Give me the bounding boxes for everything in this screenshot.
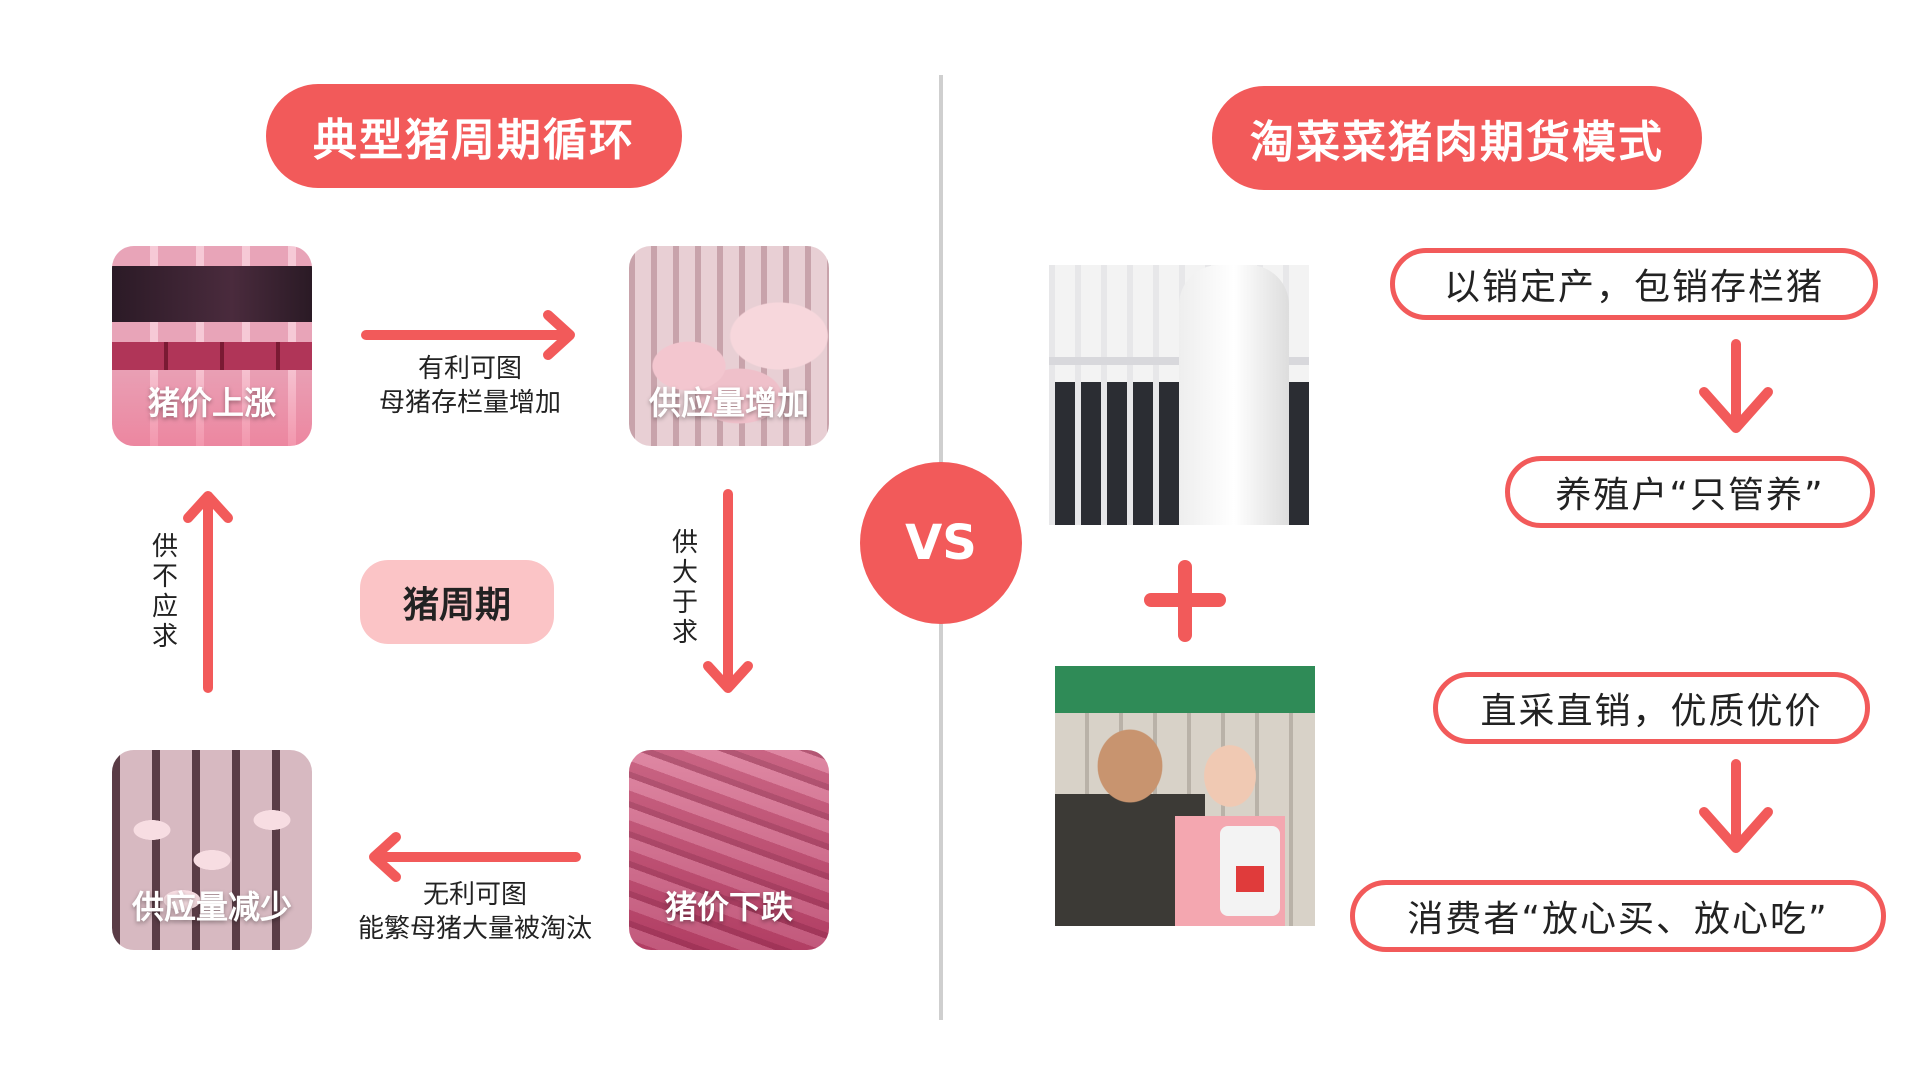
tile-photo-price-tags [112,342,312,370]
arrow-left-icon [369,832,581,882]
tile-photo-shelf [112,266,312,322]
node-supply-decrease-label: 供应量减少 [131,888,292,926]
node-supply-decrease: 供应量减少 [112,750,312,950]
edge-label-top: 有利可图 母猪存栏量增加 [350,352,590,420]
arrow-right-icon [361,310,575,360]
edge-label-top-line1: 有利可图 [417,354,522,384]
node-supply-increase: 供应量增加 [629,246,829,446]
step-direct-pill: 直采直销，优质优价 [1433,672,1870,744]
edge-label-bottom-line2: 能繁母猪大量被淘汰 [357,914,592,944]
step-farmer-pill: 养殖户“只管养” [1505,456,1875,528]
arrow-up-icon [183,491,233,693]
step-consumer-pill: 消费者“放心买、放心吃” [1350,880,1886,952]
center-label: 猪周期 [360,560,554,644]
plus-icon-vertical [1178,560,1192,642]
node-price-rise: 猪价上涨 [112,246,312,446]
node-price-rise-label: 猪价上涨 [147,384,276,422]
edge-label-right: 供大于求 [671,528,698,648]
shop-photo-bag [1220,826,1280,916]
farm-photo-worker [1179,265,1289,525]
left-title: 典型猪周期循环 [266,84,682,188]
node-price-fall: 猪价下跌 [629,750,829,950]
edge-label-bottom: 无利可图 能繁母猪大量被淘汰 [330,878,620,946]
shop-photo [1055,666,1315,926]
node-price-fall-label: 猪价下跌 [664,888,793,926]
arrow-down-icon-right-2 [1699,759,1773,853]
vs-badge: VS [860,462,1022,624]
arrow-down-icon-right-1 [1699,339,1773,433]
step-sales-pill: 以销定产，包销存栏猪 [1390,248,1878,320]
node-supply-increase-label: 供应量增加 [648,384,809,422]
right-title: 淘菜菜猪肉期货模式 [1212,86,1702,190]
edge-label-left: 供不应求 [151,532,178,652]
farm-photo [1049,265,1309,525]
edge-label-bottom-line1: 无利可图 [422,880,527,910]
edge-label-top-line2: 母猪存栏量增加 [378,388,561,418]
arrow-down-icon [703,489,753,693]
